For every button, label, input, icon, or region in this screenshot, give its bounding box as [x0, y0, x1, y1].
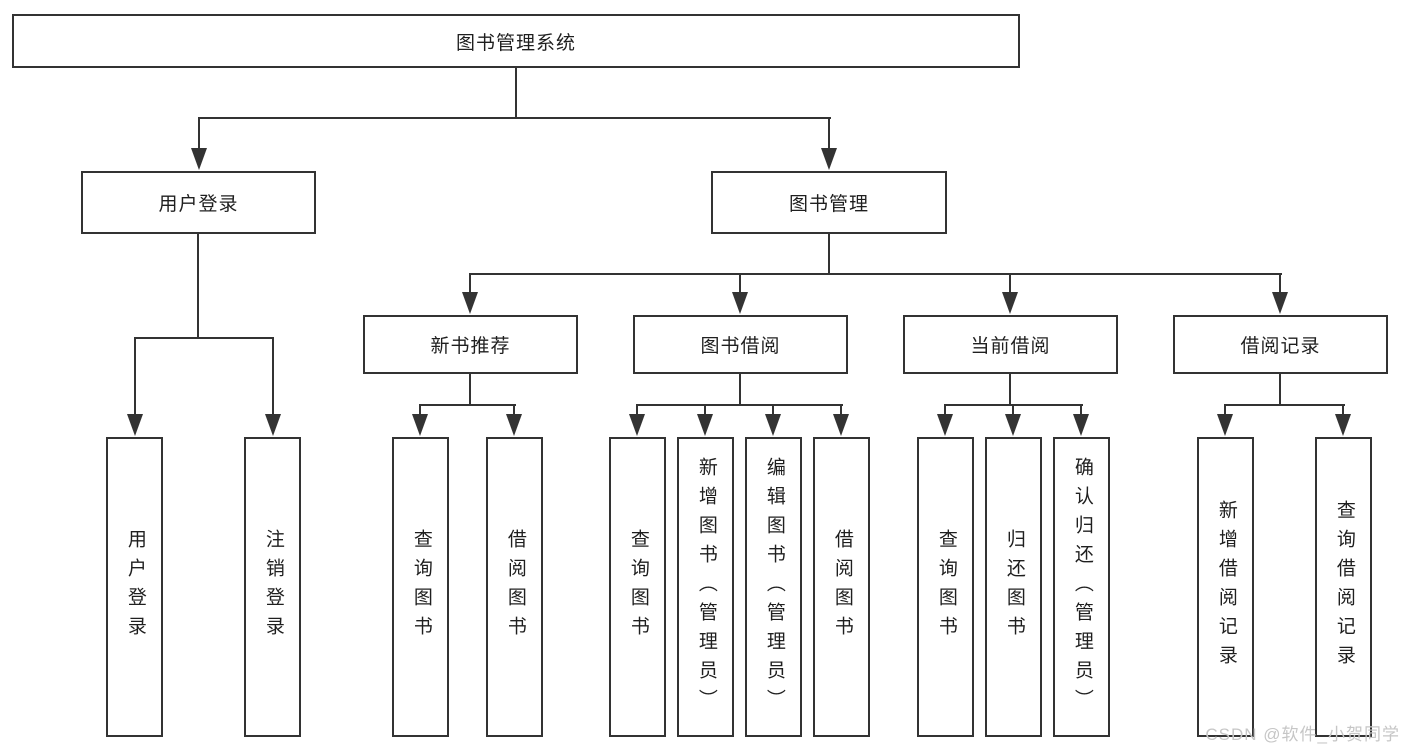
node-label: 新增借阅记录 — [1215, 500, 1237, 674]
arrow-down-icon — [629, 414, 645, 436]
node-label: 用户登录 — [158, 194, 239, 215]
connector-line — [1279, 273, 1281, 294]
connector-line — [469, 273, 471, 294]
arrow-down-icon — [191, 148, 207, 170]
connector-line — [636, 404, 843, 406]
leaf-add-book-admin: 新增图书（管理员） — [677, 437, 734, 737]
connector-line — [197, 234, 199, 338]
connector-line — [1342, 404, 1344, 416]
connector-line — [198, 117, 200, 150]
leaf-user-login: 用户登录 — [106, 437, 163, 737]
connector-line — [198, 117, 831, 119]
connector-line — [515, 68, 517, 118]
node-book-borrow: 图书借阅 — [633, 315, 848, 374]
arrow-down-icon — [732, 292, 748, 314]
connector-line — [772, 404, 774, 416]
connector-line — [1224, 404, 1345, 406]
connector-line — [419, 404, 421, 416]
node-root: 图书管理系统 — [12, 14, 1020, 68]
node-label: 图书管理 — [788, 194, 869, 215]
arrow-down-icon — [462, 292, 478, 314]
connector-line — [134, 337, 274, 339]
connector-line — [272, 337, 274, 416]
arrow-down-icon — [412, 414, 428, 436]
node-label: 查询图书 — [935, 529, 957, 645]
node-user-login: 用户登录 — [81, 171, 316, 234]
node-label: 图书管理系统 — [455, 32, 576, 54]
connector-line — [1279, 374, 1281, 405]
leaf-query-books-recommend: 查询图书 — [392, 437, 449, 737]
arrow-down-icon — [127, 414, 143, 436]
node-label: 查询借阅记录 — [1333, 500, 1355, 674]
leaf-return-book: 归还图书 — [985, 437, 1042, 737]
arrow-down-icon — [1217, 414, 1233, 436]
connector-line — [704, 404, 706, 416]
arrow-down-icon — [937, 414, 953, 436]
arrow-down-icon — [1335, 414, 1351, 436]
node-new-book-recommend: 新书推荐 — [363, 315, 578, 374]
connector-line — [739, 374, 741, 405]
connector-line — [419, 404, 516, 406]
arrow-down-icon — [833, 414, 849, 436]
node-label: 确认归还（管理员） — [1071, 456, 1093, 718]
leaf-query-books-current: 查询图书 — [917, 437, 974, 737]
arrow-down-icon — [1002, 292, 1018, 314]
connector-line — [1009, 273, 1011, 294]
leaf-confirm-return-admin: 确认归还（管理员） — [1053, 437, 1110, 737]
node-label: 查询图书 — [627, 529, 649, 645]
leaf-edit-book-admin: 编辑图书（管理员） — [745, 437, 802, 737]
node-label: 新书推荐 — [430, 336, 511, 357]
arrow-down-icon — [697, 414, 713, 436]
arrow-down-icon — [506, 414, 522, 436]
connector-line — [469, 374, 471, 405]
connector-line — [1080, 404, 1082, 416]
connector-line — [739, 273, 741, 294]
node-label: 编辑图书（管理员） — [763, 456, 785, 718]
connector-line — [828, 117, 830, 150]
connector-line — [469, 273, 1282, 275]
node-borrow-record: 借阅记录 — [1173, 315, 1388, 374]
leaf-query-books-borrow: 查询图书 — [609, 437, 666, 737]
node-book-management: 图书管理 — [711, 171, 947, 234]
arrow-down-icon — [1073, 414, 1089, 436]
node-label: 用户登录 — [124, 529, 146, 645]
arrow-down-icon — [821, 148, 837, 170]
arrow-down-icon — [1272, 292, 1288, 314]
node-current-borrow: 当前借阅 — [903, 315, 1118, 374]
leaf-add-borrow-record: 新增借阅记录 — [1197, 437, 1254, 737]
leaf-borrow-books: 借阅图书 — [813, 437, 870, 737]
connector-line — [840, 404, 842, 416]
node-label: 借阅图书 — [831, 529, 853, 645]
node-label: 新增图书（管理员） — [695, 456, 717, 718]
node-label: 图书借阅 — [700, 336, 781, 357]
leaf-query-borrow-record: 查询借阅记录 — [1315, 437, 1372, 737]
node-label: 当前借阅 — [970, 336, 1051, 357]
node-label: 查询图书 — [410, 529, 432, 645]
connector-line — [1012, 404, 1014, 416]
connector-line — [944, 404, 946, 416]
node-label: 归还图书 — [1003, 529, 1025, 645]
watermark-text: CSDN @软件_小贺同学 — [1205, 725, 1400, 744]
leaf-logout: 注销登录 — [244, 437, 301, 737]
connector-line — [1224, 404, 1226, 416]
connector-line — [134, 337, 136, 416]
connector-line — [513, 404, 515, 416]
node-label: 借阅记录 — [1240, 336, 1321, 357]
arrow-down-icon — [1005, 414, 1021, 436]
node-label: 借阅图书 — [504, 529, 526, 645]
node-label: 注销登录 — [262, 529, 284, 645]
connector-line — [828, 234, 830, 274]
leaf-borrow-books-recommend: 借阅图书 — [486, 437, 543, 737]
connector-line — [636, 404, 638, 416]
arrow-down-icon — [765, 414, 781, 436]
arrow-down-icon — [265, 414, 281, 436]
connector-line — [1009, 374, 1011, 405]
